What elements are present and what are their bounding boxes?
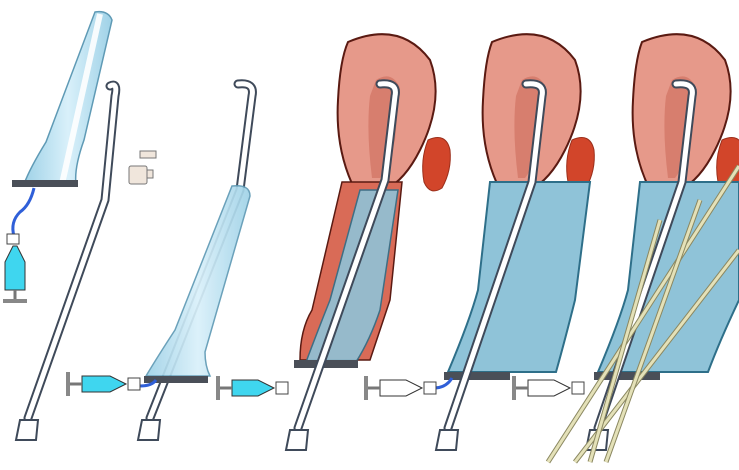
syringe-horizontal-5 [512, 376, 584, 400]
lesion-3 [423, 138, 451, 191]
valve [7, 234, 19, 244]
syringe-vertical [3, 246, 27, 303]
step-1-group [3, 12, 156, 440]
tube [13, 188, 34, 236]
sleeve-on-stylet [144, 186, 250, 383]
syringe-horizontal-3 [216, 376, 288, 400]
sleeve [12, 12, 112, 187]
clip-part [129, 151, 156, 184]
tube [434, 378, 452, 388]
syringe-horizontal-4 [364, 376, 436, 400]
syringe-horizontal-2 [66, 372, 140, 396]
